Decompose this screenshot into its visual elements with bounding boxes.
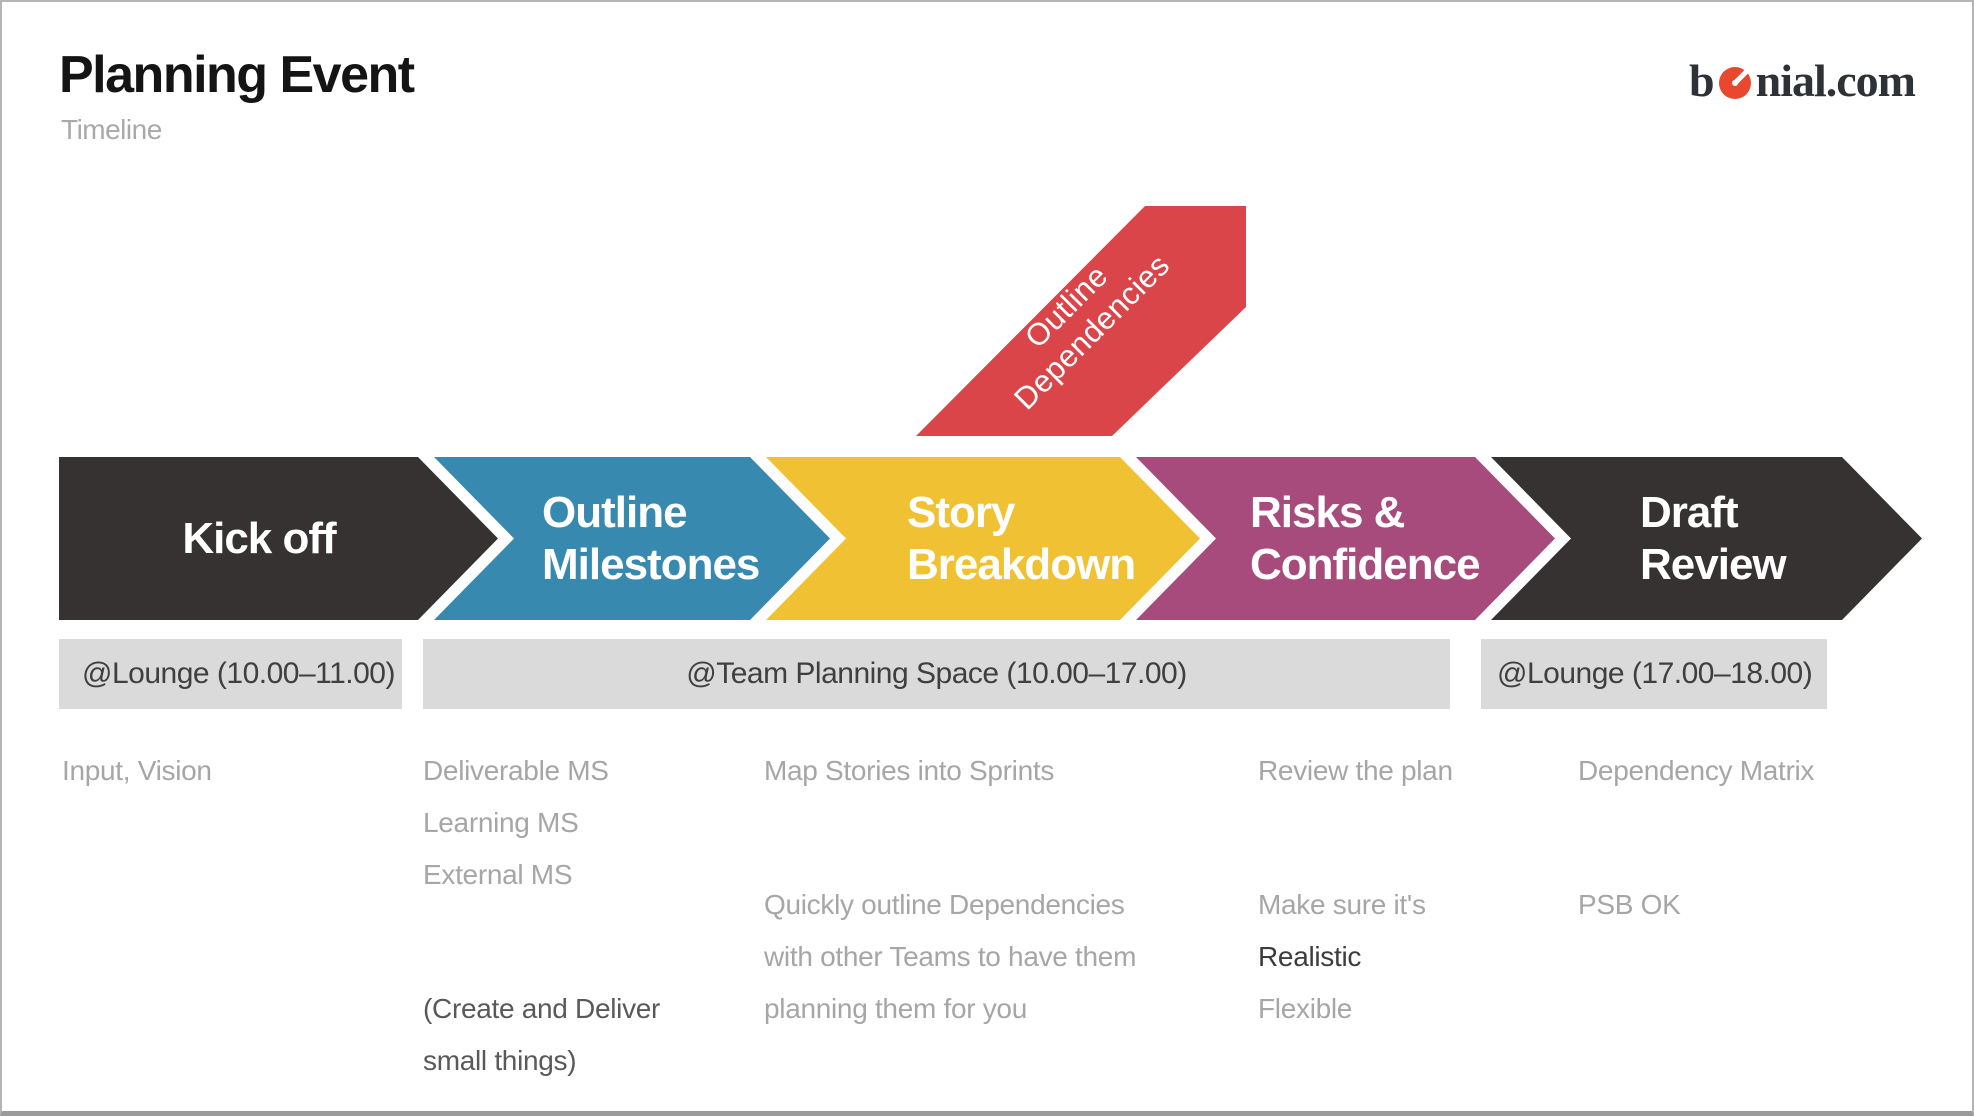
- company-logo: b nial.com: [1689, 54, 1916, 107]
- location-bar-lounge-evening: @Lounge (17.00–18.00): [1481, 639, 1827, 709]
- note-line: Deliverable MS: [423, 755, 609, 786]
- note-line: PSB OK: [1578, 889, 1681, 920]
- step-label-line: Breakdown: [907, 539, 1136, 589]
- location-text: @Team Planning Space (10.00–17.00): [686, 657, 1187, 690]
- note-line: (Create and Deliver: [423, 993, 661, 1024]
- notes-kick-off: Input, Vision: [62, 745, 212, 797]
- note-line: Input, Vision: [62, 755, 212, 786]
- note-line: Realistic: [1258, 941, 1362, 972]
- step-label-risks-confidence: Risks & Confidence: [1250, 457, 1481, 620]
- step-label-line: Outline: [542, 487, 688, 537]
- step-label-line: Risks &: [1250, 487, 1405, 537]
- note-line: planning them for you: [764, 993, 1027, 1024]
- location-bar-lounge-morning: @Lounge (10.00–11.00): [59, 639, 402, 709]
- paragraph-gap: [423, 901, 660, 983]
- note-line: Map Stories into Sprints: [764, 755, 1055, 786]
- paragraph-gap: [764, 797, 1136, 879]
- notes-story-breakdown: Map Stories into Sprints Quickly outline…: [764, 745, 1136, 1035]
- logo-text-prefix: b: [1689, 55, 1715, 106]
- step-label-line: Story: [907, 487, 1015, 537]
- note-line: External MS: [423, 859, 573, 890]
- step-label-line: Review: [1640, 539, 1787, 589]
- notes-outline-milestones: Deliverable MS Learning MS External MS (…: [423, 745, 660, 1087]
- ribbon-label-line1: Outline: [1018, 258, 1115, 355]
- note-line: Learning MS: [423, 807, 579, 838]
- page-title: Planning Event: [59, 46, 415, 104]
- paragraph-gap: [1578, 797, 1814, 879]
- step-label-line: Confidence: [1250, 539, 1481, 589]
- step-label-kick-off: Kick off: [59, 457, 459, 620]
- notes-risks-confidence: Review the plan Make sure it's Realistic…: [1258, 745, 1453, 1035]
- note-line: Flexible: [1258, 993, 1353, 1024]
- location-text: @Lounge (10.00–11.00): [82, 657, 395, 690]
- logo-target-icon: [1716, 62, 1754, 100]
- paragraph-gap: [1258, 797, 1453, 879]
- note-line: Quickly outline Dependencies: [764, 889, 1125, 920]
- location-text: @Lounge (17.00–18.00): [1497, 657, 1813, 690]
- ribbon-label-line2: Dependencies: [1007, 247, 1176, 416]
- note-line: small things): [423, 1045, 577, 1076]
- step-label-story-breakdown: Story Breakdown: [907, 457, 1136, 620]
- note-line: Review the plan: [1258, 755, 1453, 786]
- page-subtitle: Timeline: [61, 114, 162, 145]
- note-line: Dependency Matrix: [1578, 755, 1815, 786]
- ribbon-shape: [916, 206, 1246, 436]
- note-line: with other Teams to have them: [764, 941, 1137, 972]
- step-label-draft-review: Draft Review: [1640, 457, 1787, 620]
- note-line: Make sure it's: [1258, 889, 1426, 920]
- step-label-outline-milestones: Outline Milestones: [542, 457, 760, 620]
- step-label-line: Draft: [1640, 487, 1739, 537]
- notes-draft-review: Dependency Matrix PSB OK: [1578, 745, 1814, 931]
- location-bar-team-planning-space: @Team Planning Space (10.00–17.00): [423, 639, 1450, 709]
- logo-text-suffix: nial.com: [1755, 55, 1916, 106]
- step-label-line: Kick off: [182, 513, 336, 563]
- step-label-line: Milestones: [542, 539, 760, 589]
